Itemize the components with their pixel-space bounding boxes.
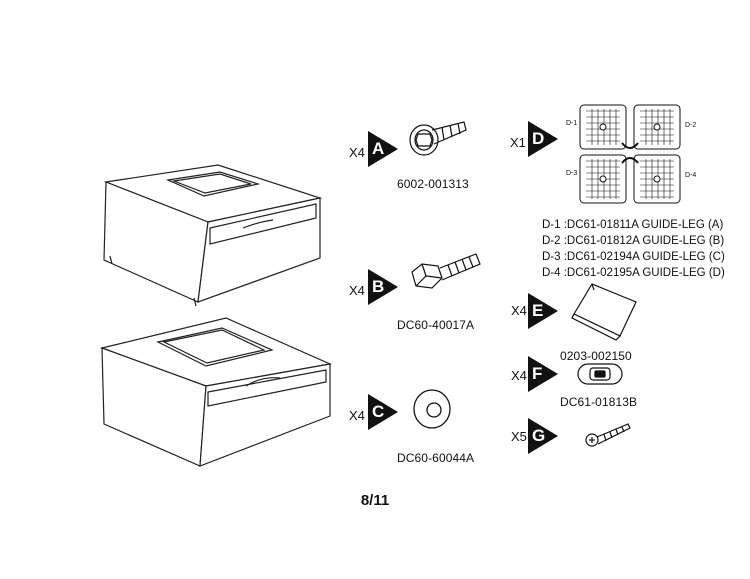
page-number: 8/11 — [360, 492, 390, 509]
hex-bolt-icon — [408, 246, 483, 306]
part-b-letter: B — [372, 277, 385, 296]
part-g-letter: G — [532, 426, 546, 445]
guide-leg-d3-label: D-3 — [566, 170, 578, 177]
part-a-letter: A — [372, 139, 385, 158]
part-e-marker: E — [528, 293, 558, 329]
clip-icon — [576, 361, 626, 392]
guide-leg-legend-3: D-3 :DC61-02194A GUIDE-LEG (C) — [542, 251, 725, 263]
part-f-marker: F — [528, 356, 558, 392]
part-d-letter: D — [532, 129, 545, 148]
part-d-marker: D — [528, 121, 558, 157]
part-a-marker: A — [368, 131, 398, 167]
pad-icon — [570, 282, 640, 347]
part-e-quantity: X4 — [511, 303, 527, 318]
guide-leg-legend-2: D-2 :DC61-01812A GUIDE-LEG (B) — [542, 235, 725, 247]
part-b-quantity: X4 — [349, 283, 365, 298]
screw-icon — [584, 420, 634, 455]
flange-bolt-icon — [406, 110, 476, 165]
guide-leg-d1-label: D-1 — [566, 120, 578, 127]
part-e-code: 0203-002150 — [560, 349, 632, 363]
washer-icon — [410, 386, 456, 437]
pedestal-bottom-illustration — [96, 312, 336, 472]
part-g-quantity: X5 — [511, 429, 527, 444]
part-c-marker: C — [368, 394, 398, 430]
guide-leg-d2-label: D-2 — [685, 122, 697, 129]
guide-leg-legend-1: D-1 :DC61-01811A GUIDE-LEG (A) — [542, 219, 724, 231]
part-c-code: DC60-60044A — [397, 451, 475, 465]
part-c-letter: C — [372, 402, 385, 421]
part-b-marker: B — [368, 269, 398, 305]
part-f-code: DC61-01813B — [560, 395, 638, 409]
guide-leg-d4-label: D-4 — [685, 172, 697, 179]
part-a-code: 6002-001313 — [397, 177, 469, 191]
part-b-code: DC60-40017A — [397, 318, 475, 332]
pedestal-top-illustration — [98, 160, 328, 310]
part-c-quantity: X4 — [349, 408, 365, 423]
guide-leg-legend-4: D-4 :DC61-02195A GUIDE-LEG (D) — [542, 267, 725, 279]
part-f-quantity: X4 — [511, 368, 527, 383]
part-f-letter: F — [532, 364, 543, 383]
part-g-marker: G — [528, 418, 558, 454]
part-a-quantity: X4 — [349, 145, 365, 160]
part-e-letter: E — [532, 301, 544, 320]
part-d-quantity: X1 — [510, 135, 526, 150]
guide-leg-set-icon — [578, 103, 682, 212]
